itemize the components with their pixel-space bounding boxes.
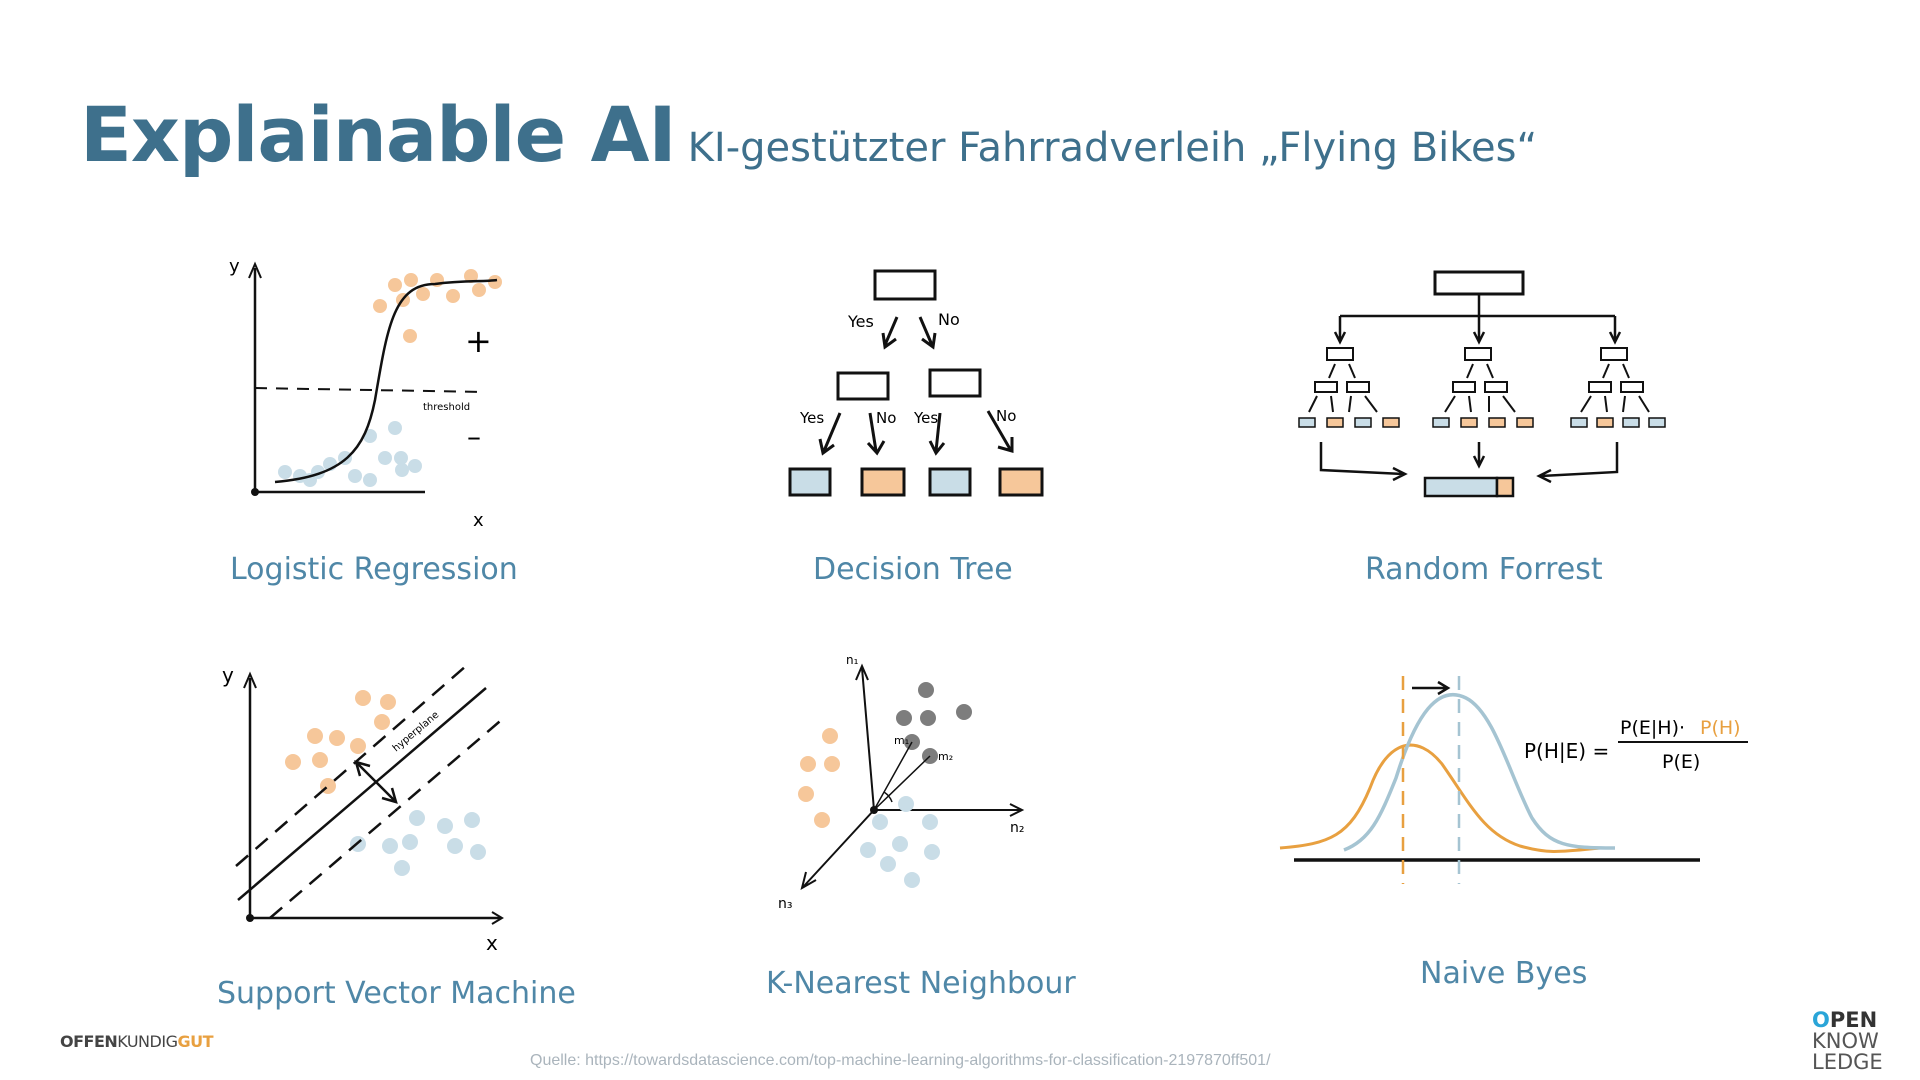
brand-part-gut: GUT [177, 1032, 214, 1051]
lr-threshold-label: threshold [423, 402, 470, 413]
nb-formula-lhs: P(H|E) = [1524, 739, 1609, 763]
brand-offenkundiggut: OFFENKUNDIGGUT [60, 1032, 214, 1051]
open-knowledge-logo: OPEN KNOW LEDGE [1812, 1010, 1912, 1073]
lr-x-label: x [473, 510, 484, 530]
knn-class-a-points [798, 728, 840, 828]
source-citation: Quelle: https://towardsdatascience.com/t… [530, 1052, 1271, 1069]
logo-o: O [1812, 1008, 1830, 1032]
caption-logistic-regression: Logistic Regression [230, 552, 518, 587]
lr-minus: – [467, 420, 481, 453]
logo-pen: PEN [1829, 1008, 1878, 1032]
brand-part-offen: OFFEN [60, 1032, 118, 1051]
caption-decision-tree: Decision Tree [813, 552, 1013, 587]
title-subtitle: KI-gestützter Fahrradverleih „Flying Bik… [687, 125, 1538, 171]
knn-illustration: n₁ n₂ n₃ m₁ m₂ [778, 653, 1025, 912]
nb-formula-den: P(E) [1662, 751, 1700, 773]
svm-x-label: x [486, 931, 498, 955]
brand-part-kundig: KUNDIG [117, 1032, 178, 1051]
title-main: Explainable AI [80, 90, 677, 179]
logistic-regression-illustration: y x + – threshold [229, 256, 502, 530]
knn-class-b-points [860, 796, 940, 888]
knn-class-c-points [896, 682, 972, 764]
knn-n2-label: n₂ [1010, 820, 1025, 836]
dt-yes-3: Yes [913, 409, 938, 427]
decision-tree-illustration: Yes No Yes No Yes No [788, 269, 1044, 497]
svm-class-a-points [285, 690, 396, 794]
caption-random-forest: Random Forrest [1365, 552, 1603, 587]
knn-n1-label: n₁ [846, 653, 859, 667]
svm-class-b-points [350, 810, 486, 876]
knn-n3-label: n₃ [778, 896, 793, 912]
lr-y-label: y [229, 256, 240, 277]
random-forest-illustration [1298, 270, 1666, 498]
positive-points [373, 269, 502, 343]
naive-bayes-illustration: P(H|E) = P(E|H)· P(H) P(E) [1279, 676, 1748, 884]
caption-naive-bayes: Naive Byes [1420, 956, 1588, 991]
dt-no-3: No [996, 407, 1016, 425]
lr-plus: + [465, 322, 492, 360]
negative-points [278, 421, 422, 487]
knn-m1-label: m₁ [894, 734, 909, 747]
nb-formula-num-b: P(H) [1700, 717, 1741, 739]
logo-ledge: LEDGE [1812, 1050, 1883, 1074]
svm-illustration: y x hyperplane [222, 663, 507, 955]
svm-y-label: y [222, 663, 234, 687]
dt-yes-1: Yes [847, 312, 874, 331]
dt-yes-2: Yes [799, 409, 824, 427]
knn-m2-label: m₂ [938, 750, 953, 763]
dt-no-2: No [876, 409, 896, 427]
nb-formula-num-a: P(E|H)· [1620, 717, 1685, 739]
logo-know: KNOW [1812, 1029, 1879, 1053]
caption-knn: K-Nearest Neighbour [766, 966, 1076, 1001]
caption-svm: Support Vector Machine [217, 976, 576, 1011]
dt-no-1: No [938, 310, 960, 329]
